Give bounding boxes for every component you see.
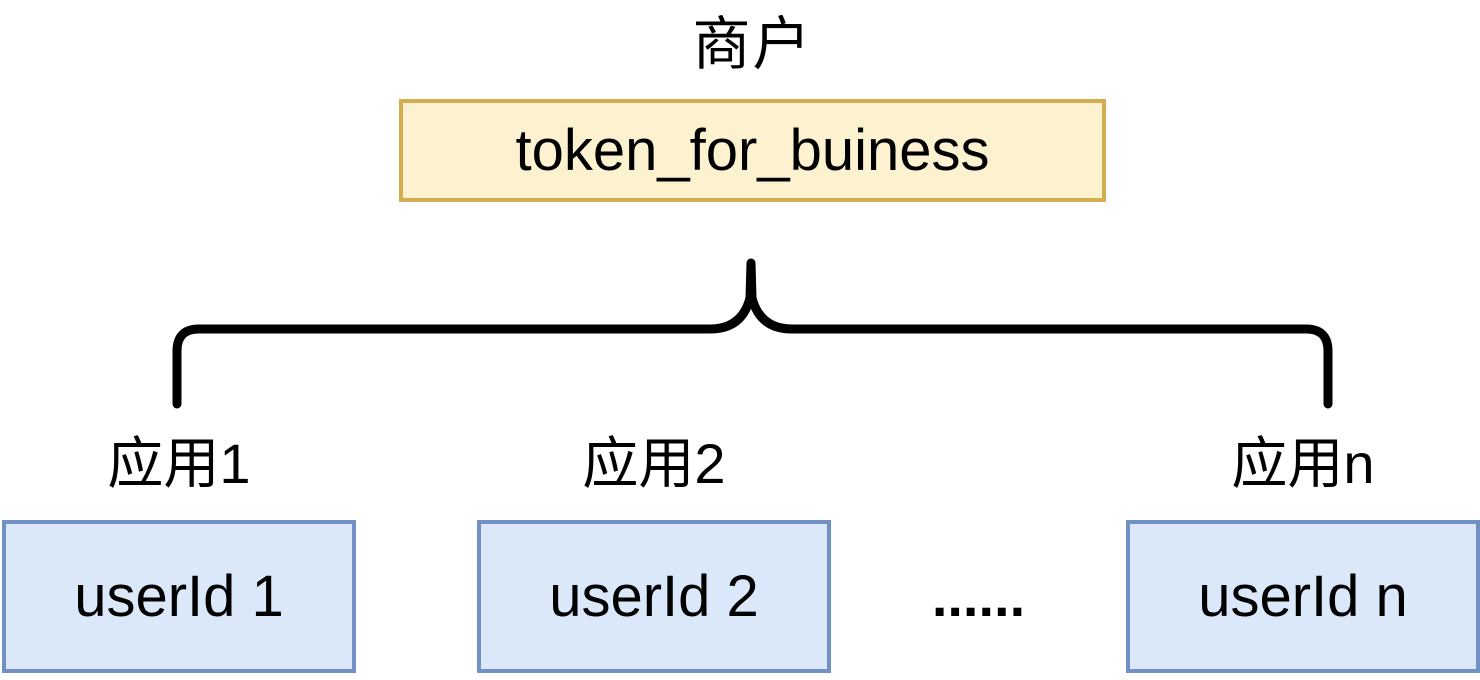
curly-brace-path [172, 258, 1333, 409]
userid-node-n: userId n [1126, 520, 1480, 673]
userid-label-n: userId n [1198, 564, 1408, 629]
app-label-n: 应用n [1231, 432, 1375, 495]
app-label-2: 应用2 [582, 432, 726, 495]
merchant-title: 商户 [692, 12, 813, 77]
ellipsis-dots: ...... [931, 565, 1026, 628]
userid-node-1: userId 1 [2, 520, 356, 673]
token-for-business-node: token_for_buiness [399, 99, 1106, 202]
token-for-business-label: token_for_buiness [515, 118, 990, 183]
userid-node-2: userId 2 [477, 520, 831, 673]
userid-label-2: userId 2 [549, 564, 759, 629]
app-label-1: 应用1 [107, 432, 251, 495]
userid-label-1: userId 1 [74, 564, 284, 629]
